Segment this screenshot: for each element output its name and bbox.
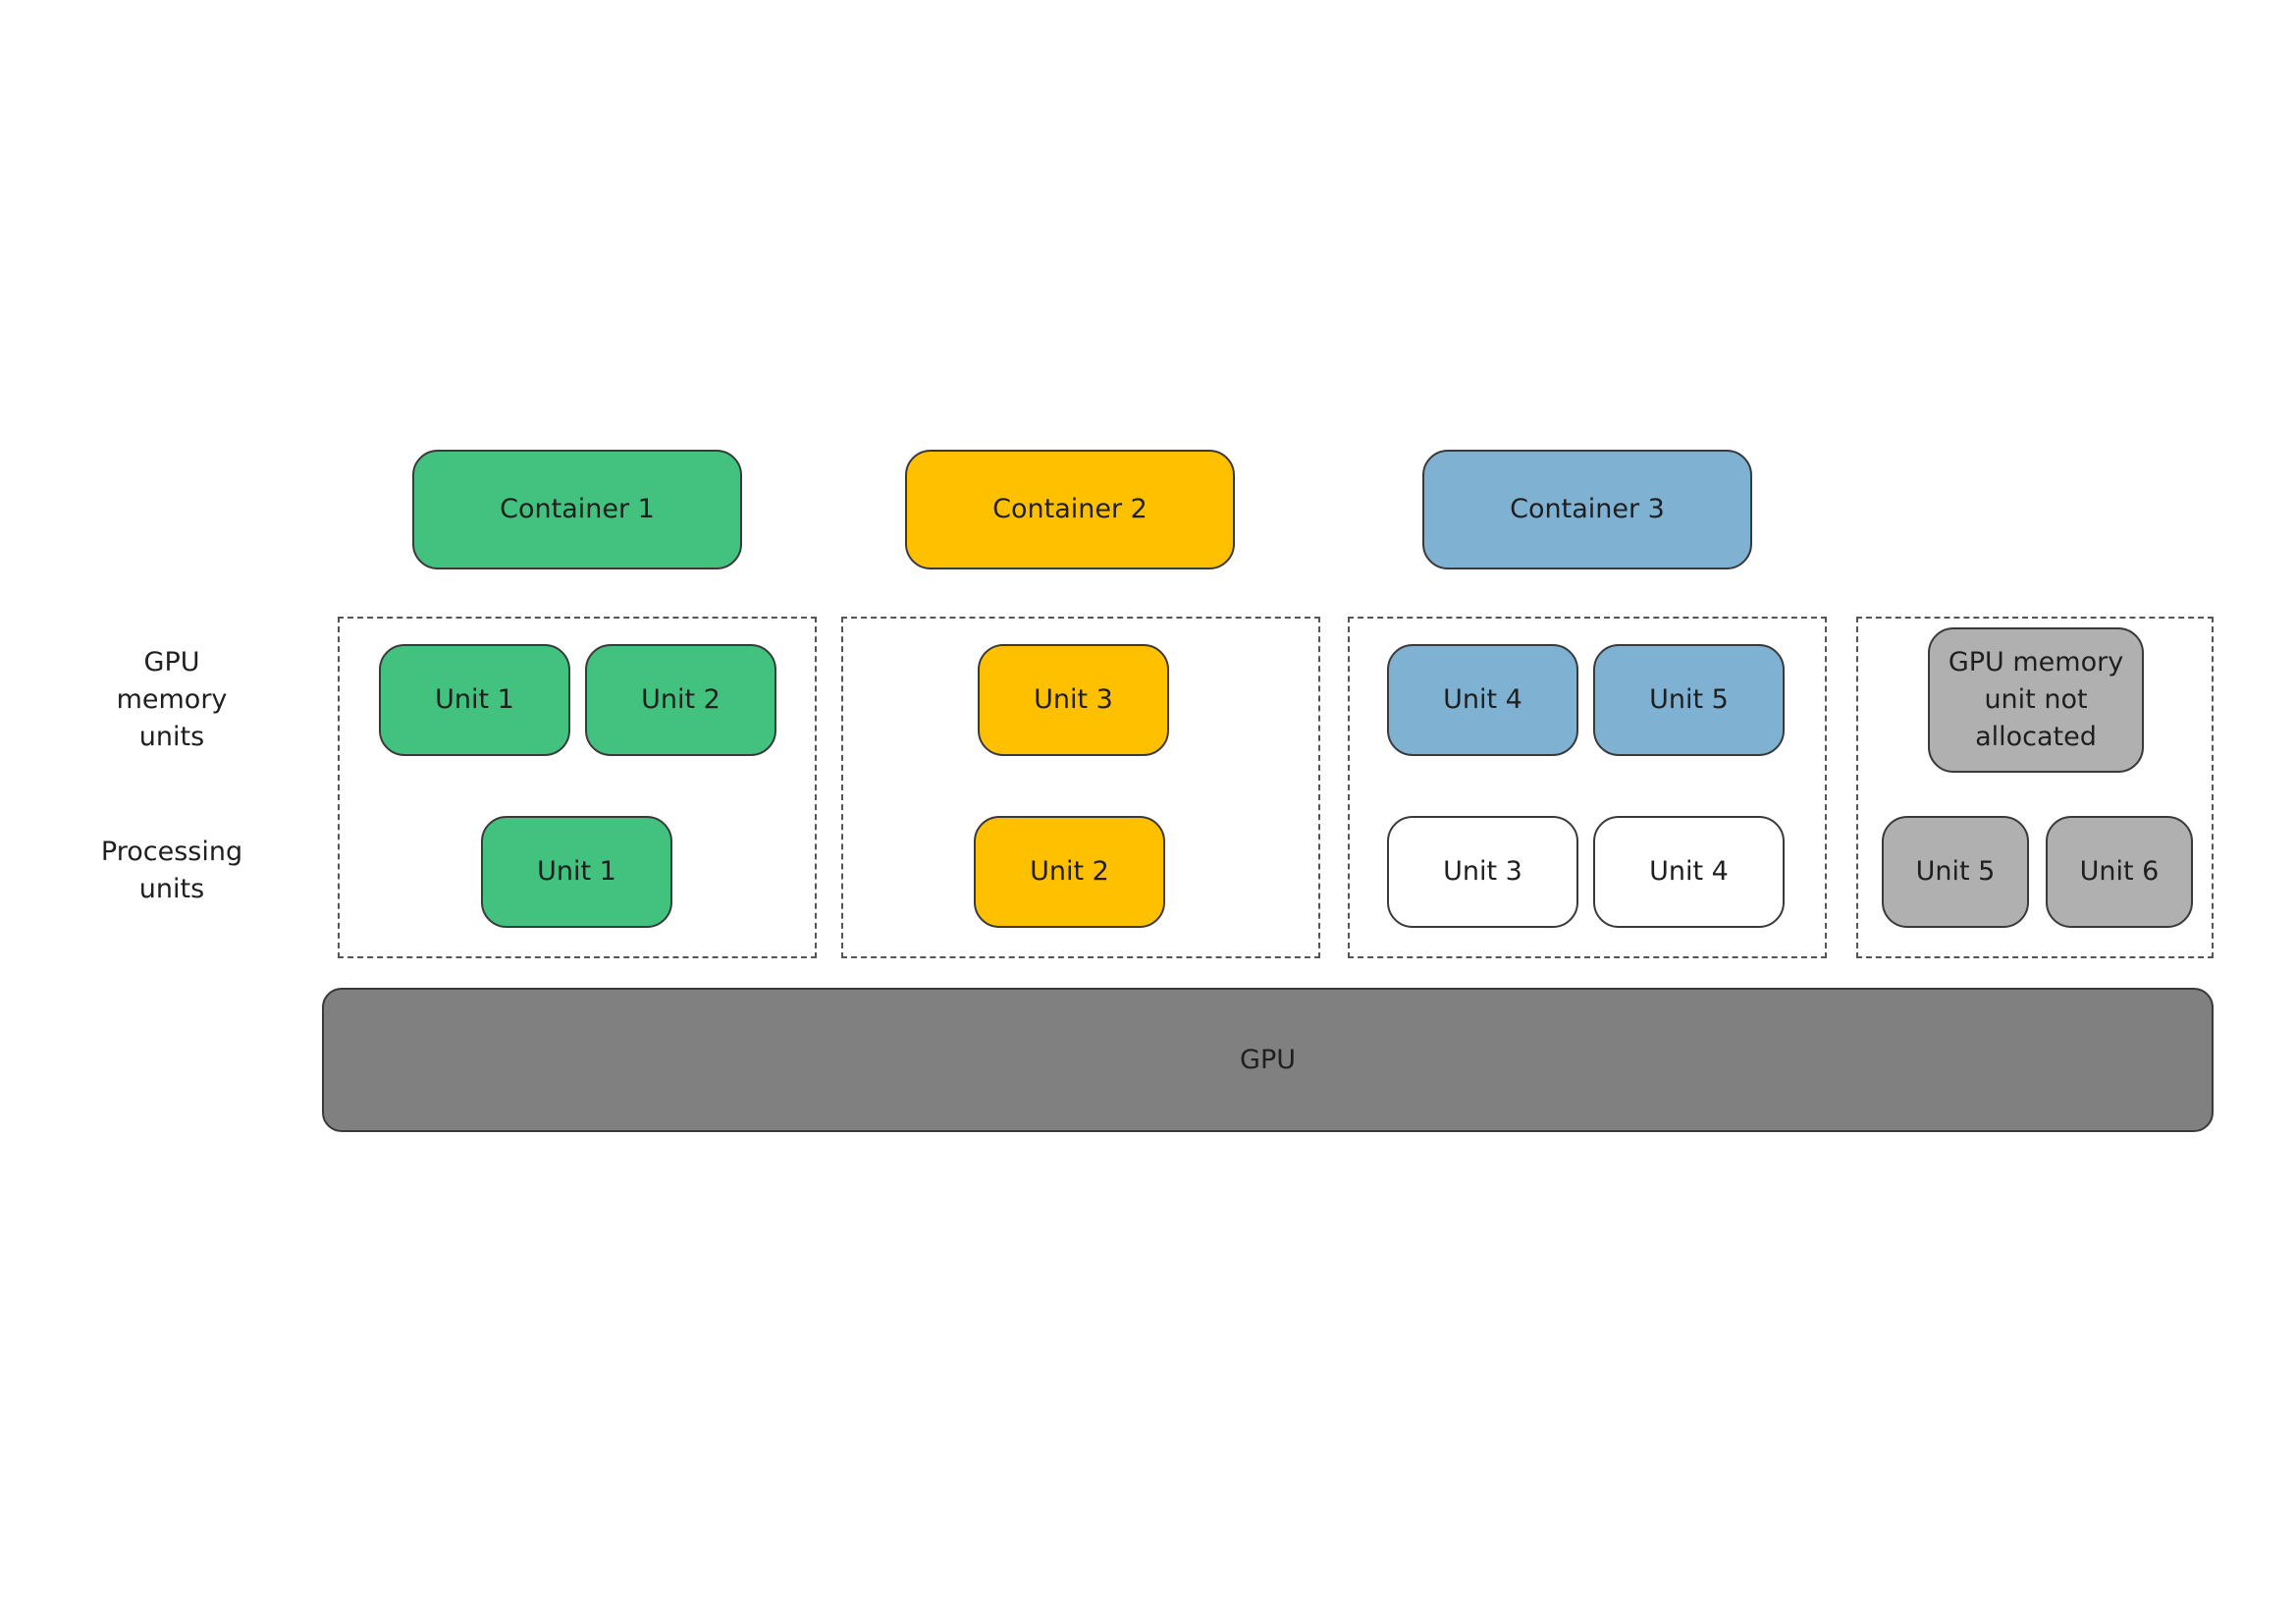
memory-unit-label: Unit 5 [1649, 684, 1729, 715]
processing-unit-label: Unit 4 [1649, 856, 1729, 887]
unallocated-memory-unit-label: GPU memory unit not allocated [1948, 647, 2124, 752]
container-1-label: Container 1 [500, 494, 655, 524]
memory-unit: Unit 4 [1387, 644, 1578, 756]
container-1: Container 1 [412, 450, 742, 569]
memory-unit: Unit 2 [585, 644, 776, 756]
container-2-allocation-group [841, 617, 1320, 958]
processing-unit-label: Unit 3 [1443, 856, 1522, 887]
processing-unit-label: Unit 5 [1915, 856, 1996, 887]
processing-unit-label: Unit 2 [1030, 856, 1109, 887]
unallocated-group [1856, 617, 2214, 958]
processing-unit: Unit 2 [974, 816, 1165, 928]
processing-unit: Unit 1 [481, 816, 672, 928]
processing-unit: Unit 5 [1882, 816, 2029, 928]
processing-unit: Unit 4 [1593, 816, 1785, 928]
memory-unit-label: Unit 2 [641, 684, 721, 715]
processing-unit: Unit 3 [1387, 816, 1578, 928]
container-1-allocation-group [338, 617, 817, 958]
memory-unit: Unit 1 [379, 644, 570, 756]
memory-unit: Unit 3 [978, 644, 1169, 756]
container-2-label: Container 2 [992, 494, 1148, 524]
gpu-memory-units-label: GPU memory units [116, 647, 228, 752]
processing-units-label: Processing units [100, 837, 243, 904]
memory-unit-label: Unit 4 [1443, 684, 1522, 715]
gpu-bar: GPU [322, 988, 2214, 1132]
container-3-label: Container 3 [1510, 494, 1665, 524]
processing-unit-label: Unit 1 [537, 856, 616, 887]
memory-unit-label: Unit 3 [1034, 684, 1113, 715]
processing-unit: Unit 6 [2046, 816, 2193, 928]
memory-unit: Unit 5 [1593, 644, 1785, 756]
container-2: Container 2 [905, 450, 1235, 569]
processing-unit-label: Unit 6 [2079, 856, 2160, 887]
memory-unit-label: Unit 1 [435, 684, 514, 715]
gpu-label: GPU [1240, 1044, 1296, 1075]
unallocated-memory-unit: GPU memory unit not allocated [1928, 627, 2144, 773]
container-3: Container 3 [1422, 450, 1752, 569]
container-3-allocation-group [1348, 617, 1827, 958]
